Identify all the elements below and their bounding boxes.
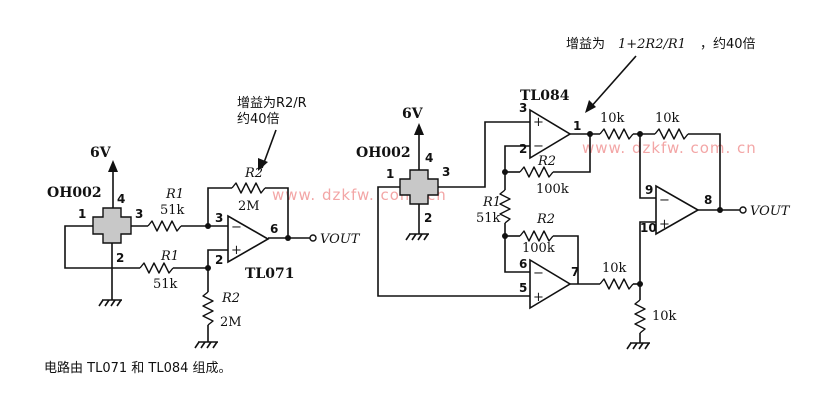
- hall-sensor-icon: [92, 207, 132, 244]
- right-sensor-pin-2: 2: [424, 211, 432, 225]
- right-output-opamp-minus: −: [659, 193, 670, 208]
- right-r2-top-value: 100k: [536, 182, 569, 197]
- right-supply-arrow-icon: [414, 123, 424, 135]
- left-opamp-pin-3: 3: [215, 211, 223, 225]
- left-ground-icon-2: [194, 341, 218, 349]
- left-opamp-pin-2: 2: [215, 253, 223, 267]
- right-bottom-opamp-minus: −: [533, 266, 544, 281]
- right-pin-7: 7: [571, 265, 579, 279]
- right-output-opamp-plus: +: [659, 217, 670, 232]
- left-r2-feedback-resistor: [231, 182, 266, 194]
- left-r2-ground-name: R2: [221, 291, 240, 306]
- right-r2-bottom-name: R2: [536, 212, 555, 227]
- left-opamp-minus: −: [231, 220, 242, 235]
- right-hall-sensor-icon: [399, 169, 439, 205]
- right-sensor-label: OH002: [356, 145, 411, 161]
- left-ground-icon: [98, 299, 122, 307]
- right-r-10k-1-label: 10k: [600, 111, 625, 126]
- right-pin-2: 2: [519, 142, 527, 156]
- right-r-10k-4: [634, 299, 646, 334]
- right-top-opamp-minus: −: [533, 139, 544, 154]
- left-sensor-pin-4: 4: [117, 192, 125, 206]
- left-r2-feedback-value: 2M: [238, 199, 260, 214]
- right-pin-8: 8: [704, 193, 712, 207]
- left-sensor-pin-1: 1: [78, 207, 86, 221]
- left-output-terminal: [309, 234, 317, 242]
- left-r1-top-value: 51k: [160, 203, 185, 218]
- right-top-opamp-icon: [529, 108, 572, 160]
- right-r-10k-3: [599, 278, 634, 290]
- right-bottom-opamp-plus: +: [533, 290, 544, 305]
- right-bottom-opamp-icon: [529, 258, 572, 310]
- left-gain-note-1: 增益为R2/R: [237, 96, 307, 111]
- left-output-label: VOUT: [320, 232, 361, 247]
- left-r1-top-name: R1: [165, 187, 184, 202]
- right-r-10k-1: [599, 128, 634, 140]
- right-pin-5: 5: [519, 281, 527, 295]
- left-note-arrow-icon: [258, 158, 268, 171]
- right-r2-bottom-resistor: [519, 230, 554, 242]
- left-sensor-pin-3: 3: [135, 207, 143, 221]
- right-top-opamp-plus: +: [533, 115, 544, 130]
- right-pin-1: 1: [573, 119, 581, 133]
- left-r1-top-resistor: [147, 220, 182, 232]
- right-r2-top-resistor: [519, 166, 554, 178]
- left-r2-ground-resistor: [202, 291, 214, 326]
- right-sensor-pin-4: 4: [425, 151, 433, 165]
- right-gain-note-prefix: 增益为: [566, 37, 605, 52]
- right-r-10k-2-label: 10k: [655, 111, 680, 126]
- right-pin-3: 3: [519, 101, 527, 115]
- left-circuit: 6V OH002 1 4 3 2 R1 51k R1 51k: [47, 96, 361, 349]
- left-supply-label: 6V: [90, 145, 112, 161]
- left-opamp-pin-6: 6: [270, 222, 278, 236]
- right-r-10k-3-label: 10k: [602, 261, 627, 276]
- watermark-right: www. dzkfw. com. cn: [582, 139, 757, 157]
- right-output-label: VOUT: [750, 204, 791, 219]
- left-gain-note-2: 约40倍: [237, 112, 280, 127]
- right-note-arrow-icon: [585, 100, 596, 113]
- left-r1-bottom-name: R1: [160, 249, 179, 264]
- right-r-10k-4-label: 10k: [652, 309, 677, 324]
- right-output-opamp-icon: [655, 184, 700, 236]
- right-circuit: 6V OH002 1 4 3 2 + − 3 2 1 TL084: [356, 37, 791, 350]
- left-r1-bottom-value: 51k: [153, 277, 178, 292]
- left-opamp-label: TL071: [245, 266, 295, 282]
- right-ground-icon-2: [626, 342, 650, 350]
- right-r1-name: R1: [482, 195, 501, 210]
- right-r1-value: 51k: [476, 211, 501, 226]
- right-pin-9: 9: [645, 183, 653, 197]
- right-r1-gain-resistor: [499, 189, 511, 224]
- right-r-10k-2: [654, 128, 689, 140]
- right-output-terminal: [739, 206, 747, 214]
- left-opamp-plus: +: [231, 243, 242, 258]
- left-sensor-pin-2: 2: [116, 251, 124, 265]
- right-gain-formula: 1+2R2/R1: [618, 37, 686, 52]
- right-sensor-pin-3: 3: [442, 165, 450, 179]
- right-gain-note-suffix: ，约40倍: [700, 37, 756, 52]
- circuit-caption: 电路由 TL071 和 TL084 组成。: [44, 361, 232, 376]
- right-sensor-pin-1: 1: [386, 167, 394, 181]
- right-supply-label: 6V: [402, 106, 424, 122]
- left-r1-bottom-resistor: [139, 262, 174, 274]
- left-opamp-icon: [227, 214, 270, 264]
- left-r2-ground-value: 2M: [220, 315, 242, 330]
- supply-arrow-icon: [108, 160, 118, 172]
- right-r2-top-name: R2: [537, 154, 556, 169]
- right-pin-10: 10: [640, 221, 657, 235]
- right-r2-bottom-value: 100k: [522, 241, 555, 256]
- left-sensor-label: OH002: [47, 185, 102, 201]
- right-pin-6: 6: [519, 257, 527, 271]
- right-ground-icon: [405, 233, 429, 241]
- right-opamp-label: TL084: [520, 88, 570, 104]
